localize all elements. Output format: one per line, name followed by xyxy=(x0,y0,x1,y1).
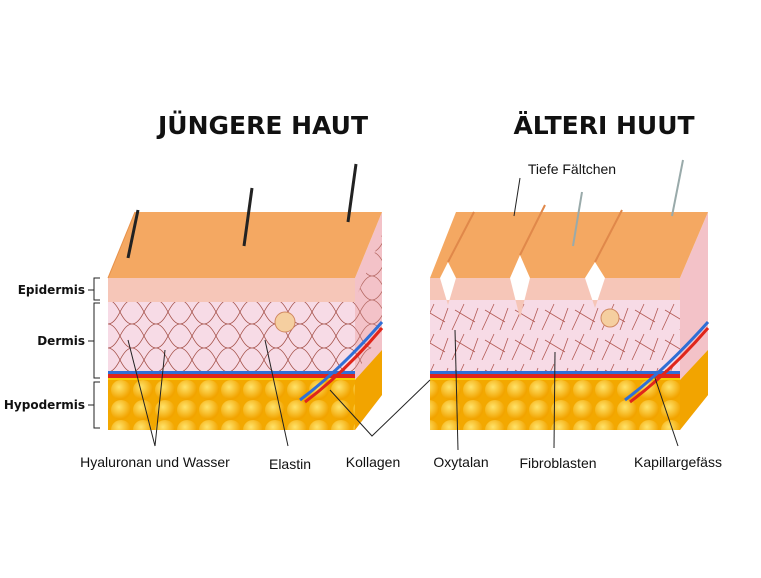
label-capillary: Kapillargefäss xyxy=(634,454,722,470)
label-oxytalan: Oxytalan xyxy=(433,454,488,470)
hair-icon xyxy=(671,159,684,217)
old-artery-branch xyxy=(629,327,710,404)
label-fibroblasts: Fibroblasten xyxy=(519,455,596,471)
young-side-fibers xyxy=(355,235,382,375)
old-skin-block xyxy=(430,159,710,430)
young-nerve xyxy=(108,378,355,380)
young-vein xyxy=(108,371,355,374)
leader-capillary xyxy=(654,377,679,447)
layer-brackets xyxy=(88,277,100,429)
hair-icon xyxy=(242,187,254,247)
young-gland xyxy=(274,311,296,333)
young-collagen-fibers xyxy=(108,300,355,375)
label-collagen: Kollagen xyxy=(346,454,401,470)
old-side-fat xyxy=(680,350,708,430)
hair-icon xyxy=(572,191,583,247)
leader-wrinkles xyxy=(513,177,521,217)
leader-oxytalan xyxy=(454,329,459,451)
old-skin-surface xyxy=(430,212,708,278)
label-deep-wrinkles: Tiefe Fältchen xyxy=(528,161,616,177)
leader-lines xyxy=(127,177,679,451)
wrinkle-grooves xyxy=(447,204,623,263)
label-hyaluronan: Hyaluronan und Wasser xyxy=(80,454,230,470)
leader-collagen xyxy=(329,379,431,437)
young-side-fat xyxy=(355,350,382,430)
bracket-hypodermis xyxy=(88,381,100,429)
label-dermis: Dermis xyxy=(37,334,85,348)
young-epidermis xyxy=(108,278,355,302)
leader-elastin xyxy=(264,339,289,447)
label-epidermis: Epidermis xyxy=(18,283,85,297)
title-old-skin: ÄLTERI HUUT xyxy=(513,110,694,140)
label-hypodermis: Hypodermis xyxy=(4,398,85,412)
bracket-epidermis xyxy=(88,277,100,301)
hair-icon xyxy=(126,209,140,259)
young-skin-block xyxy=(107,163,384,430)
young-artery-branch xyxy=(304,327,384,404)
title-young-skin: JÜNGERE HAUT xyxy=(156,110,368,140)
hair-icon xyxy=(346,163,358,223)
young-artery xyxy=(108,374,355,378)
young-vein-branch xyxy=(299,321,384,402)
young-surface-edge xyxy=(107,211,136,279)
leader-fibroblasts xyxy=(553,351,556,449)
leader-hyaluronan xyxy=(127,339,166,447)
old-gland xyxy=(600,308,620,328)
old-epidermis xyxy=(430,278,680,318)
bracket-dermis xyxy=(88,302,100,379)
label-elastin: Elastin xyxy=(269,456,311,472)
old-vein-branch xyxy=(624,320,710,402)
